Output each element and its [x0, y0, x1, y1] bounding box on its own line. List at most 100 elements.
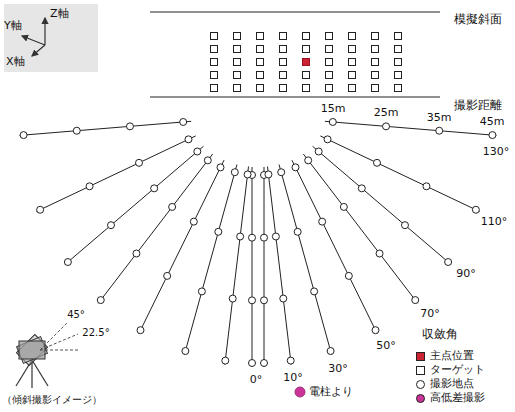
axis-label: Y軸	[4, 20, 22, 32]
legend-text: 撮影地点	[430, 378, 474, 390]
shot-point	[244, 171, 251, 178]
target-square	[372, 72, 379, 79]
axis-panel	[4, 4, 98, 72]
shot-point	[272, 233, 279, 240]
shot-line	[184, 164, 237, 354]
shot-point	[340, 203, 347, 210]
shot-point	[445, 259, 452, 266]
shot-point	[137, 327, 144, 334]
shot-point	[229, 295, 236, 302]
pole-note: 電柱より	[309, 386, 353, 398]
shot-point	[358, 185, 365, 192]
shot-point	[126, 123, 133, 130]
angle-label: 90°	[456, 268, 476, 280]
camera-fan	[20, 118, 497, 367]
shot-point	[217, 164, 224, 171]
target-square	[303, 46, 310, 53]
shot-point	[133, 250, 140, 257]
shot-point	[73, 127, 80, 134]
slope-top-line	[150, 11, 440, 12]
shot-line	[98, 154, 212, 303]
target-square	[280, 72, 287, 79]
target-square	[234, 46, 241, 53]
shot-point	[108, 222, 115, 229]
tilt-angle: 45°	[67, 309, 85, 320]
target-square	[349, 85, 356, 92]
target-square	[211, 85, 218, 92]
distance-label: 25m	[374, 107, 399, 119]
shot-point	[327, 348, 334, 355]
shot-point	[489, 132, 496, 139]
target-square	[280, 46, 287, 53]
shot-point	[190, 218, 197, 225]
shot-point	[215, 228, 222, 235]
target-square	[280, 33, 287, 40]
shot-point	[237, 233, 244, 240]
shot-point	[261, 234, 268, 241]
angle-label: 50°	[376, 340, 396, 352]
shot-point	[231, 169, 238, 176]
target-square	[234, 72, 241, 79]
target-square	[257, 72, 264, 79]
axis-label: Z軸	[50, 8, 69, 20]
target-grid	[211, 33, 402, 92]
slope-bottom-line	[150, 96, 440, 97]
tilt-caption: （傾斜撮影イメージ）	[2, 394, 102, 405]
shot-point	[204, 157, 211, 164]
shot-point	[292, 164, 299, 171]
shot-point	[182, 348, 189, 355]
angle-heading: 収斂角	[422, 328, 458, 341]
target-square	[257, 33, 264, 40]
shot-point	[180, 118, 187, 125]
shot-point	[169, 203, 176, 210]
target-square	[395, 46, 402, 53]
shot-point	[261, 297, 268, 304]
target-square	[234, 33, 241, 40]
target-square	[303, 33, 310, 40]
shot-point	[423, 183, 430, 190]
shot-point	[20, 132, 27, 139]
target-square	[372, 33, 379, 40]
target-square	[257, 46, 264, 53]
shot-line	[36, 136, 195, 212]
shot-point	[383, 123, 390, 130]
target-square	[211, 59, 218, 66]
shot-point	[329, 118, 336, 125]
target-square	[326, 33, 333, 40]
target-square	[349, 33, 356, 40]
shot-point	[373, 159, 380, 166]
shot-point	[401, 222, 408, 229]
tilt-camera	[16, 322, 78, 388]
angle-label: 70°	[420, 308, 440, 320]
target-square	[395, 33, 402, 40]
legend-text: 高低差撮影	[430, 392, 485, 404]
shot-point	[265, 171, 272, 178]
shot-point	[278, 169, 285, 176]
shot-line	[264, 167, 265, 367]
shot-point	[345, 272, 352, 279]
shot-point	[151, 185, 158, 192]
target-square	[326, 46, 333, 53]
legend-square	[416, 352, 425, 361]
target-square	[303, 85, 310, 92]
shot-line	[292, 160, 377, 334]
principal-point	[303, 59, 310, 66]
shot-point	[261, 360, 268, 367]
shot-point	[294, 228, 301, 235]
shot-line	[20, 121, 192, 135]
shot-point	[324, 136, 331, 143]
target-square	[280, 59, 287, 66]
shot-point	[249, 234, 256, 241]
target-square	[211, 46, 218, 53]
shot-point	[37, 206, 44, 213]
target-square	[395, 72, 402, 79]
shot-point	[436, 127, 443, 134]
target-square	[372, 46, 379, 53]
shot-line	[320, 136, 479, 212]
tilt-angle: 22.5°	[82, 327, 109, 338]
target-square	[303, 72, 310, 79]
target-square	[326, 59, 333, 66]
distance-label: 45m	[480, 116, 505, 128]
angle-label: 10°	[283, 372, 303, 384]
angle-label: 0°	[250, 374, 263, 386]
